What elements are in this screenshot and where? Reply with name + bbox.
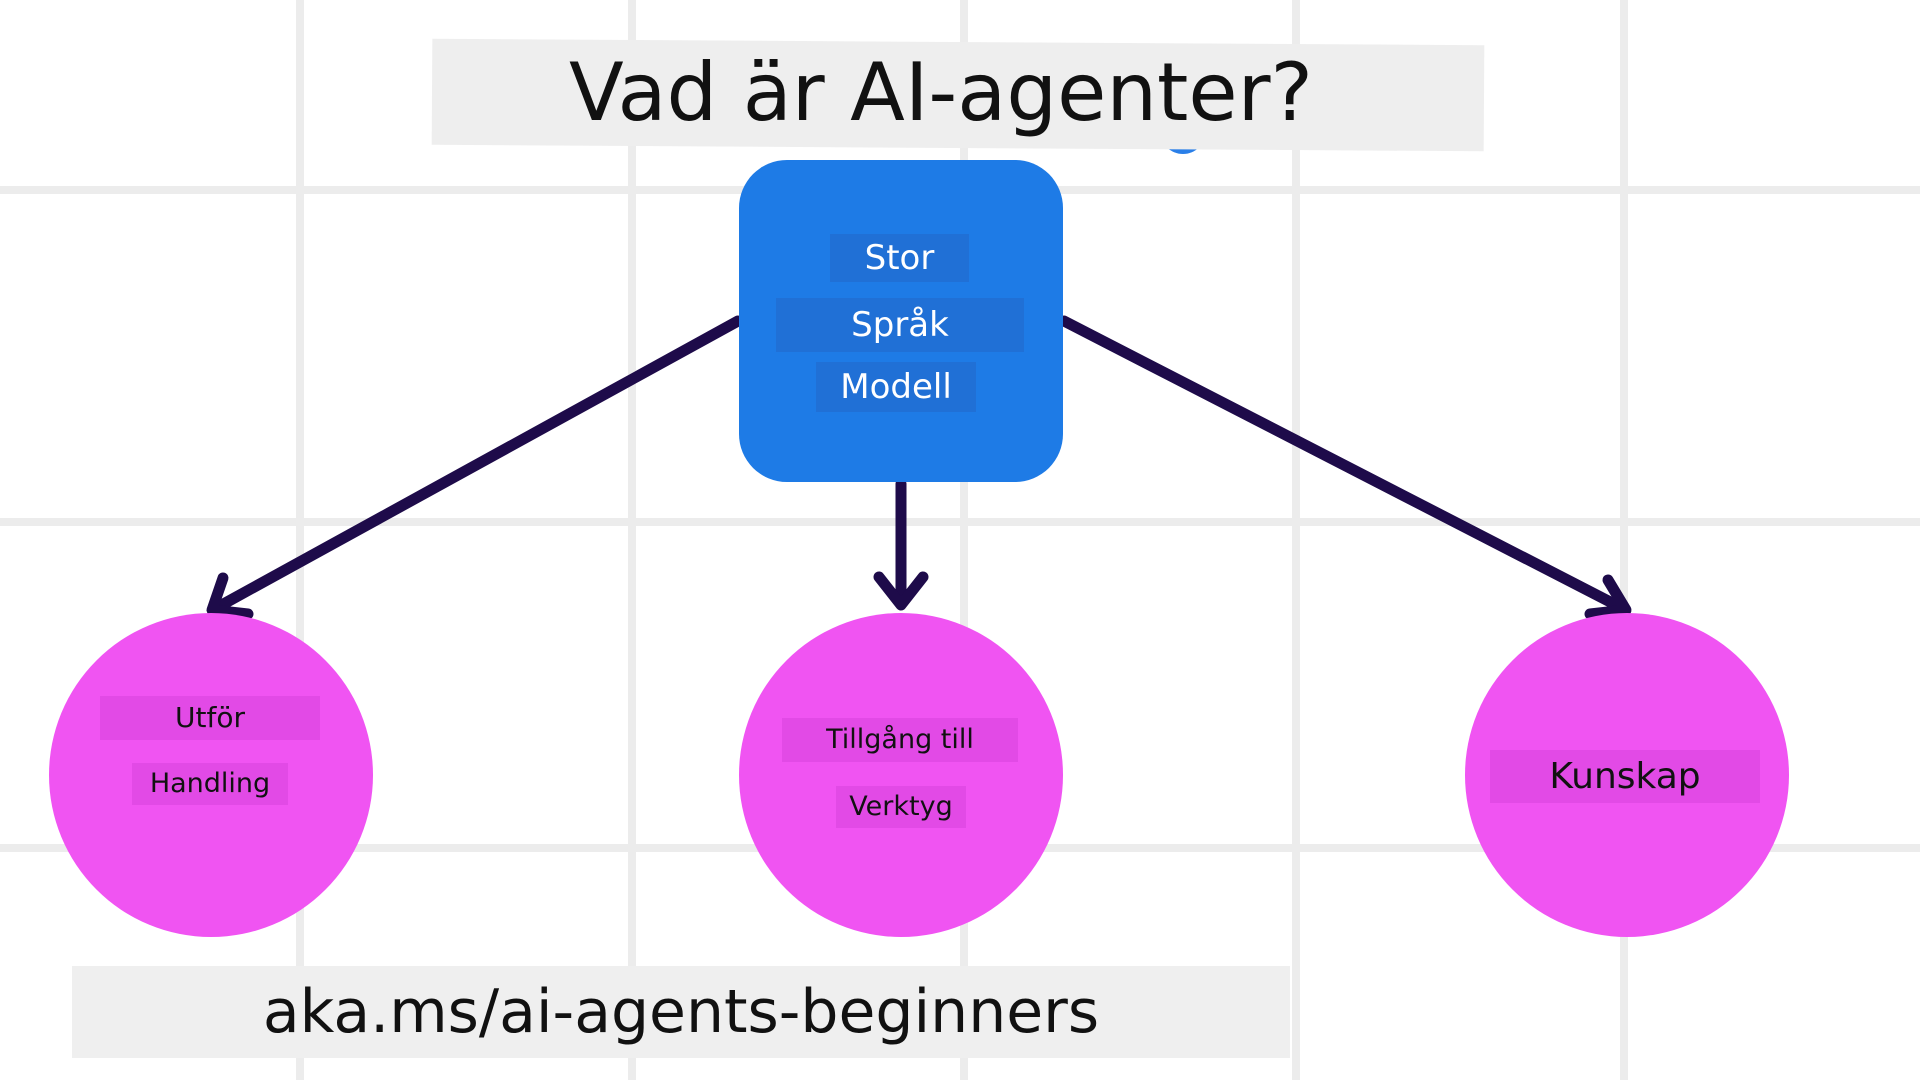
tools-label-line-2: Verktyg (836, 786, 966, 828)
tools-node (739, 613, 1063, 937)
tools-label-line-1: Tillgång till (782, 718, 1018, 762)
llm-label-line-2: Språk (776, 298, 1024, 352)
course-url: aka.ms/ai-agents-beginners (262, 977, 1100, 1047)
page-title: Vad är AI-agenter? (569, 46, 1313, 139)
action-label-line-1: Utför (100, 696, 320, 740)
arrow-to-knowledge (1058, 315, 1632, 620)
llm-label-line-3: Modell (816, 362, 976, 412)
arrow-to-tools (873, 478, 929, 611)
llm-label-line-1: Stor (830, 234, 969, 282)
arrow-to-action (206, 315, 744, 620)
action-label-line-2: Handling (132, 763, 288, 805)
knowledge-label: Kunskap (1490, 750, 1760, 803)
url-banner (72, 966, 1290, 1058)
